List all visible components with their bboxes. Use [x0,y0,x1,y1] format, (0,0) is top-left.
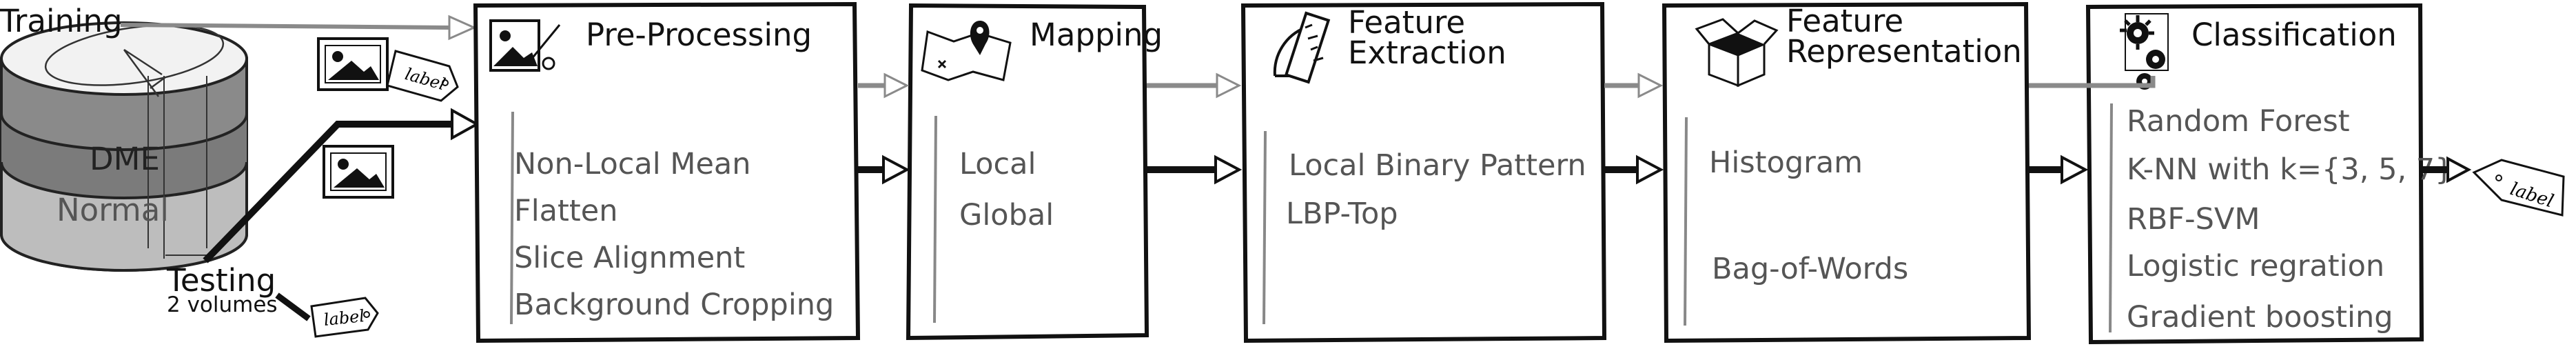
stage-5-item-2: K-NN with k={3, 5, 7} [2127,152,2454,187]
cylinder-top [0,21,248,96]
testing-tag-text: label [323,306,365,330]
stage-mapping: Mapping Local Global [906,3,1163,341]
stage-1-item-3: Slice Alignment [514,241,745,275]
class-normal: Normal [57,192,169,228]
testing-tag-link [275,292,311,321]
image-icon [489,19,561,72]
map-pin-icon [921,21,1012,81]
stage-pre-processing: Pre-Processing Non-Local Mean Flatten Sl… [473,1,861,343]
stage-1-title-line-1: Pre-Processing [586,17,812,53]
stage-3-item-2: LBP-Top [1286,197,1398,231]
training-tag-icon: label [386,50,459,102]
stage-1-item-2: Flatten [514,194,617,228]
dme-band [1,114,247,198]
dataset-cylinder: DME Normal [0,21,248,272]
stage-3-title-line-2: Extraction [1348,34,1506,71]
testing-image-icon [323,145,394,199]
stage-3-item-1: Local Binary Pattern [1289,148,1586,183]
sampling-orbit [44,24,225,86]
stage-4-item-2: Bag-of-Words [1712,252,1908,286]
stage-2-item-2: Global [959,198,1054,232]
training-arrow [120,23,452,30]
testing-tag-icon: label [310,297,379,338]
sampling-sketch [123,48,166,97]
training-connectors [858,72,2156,99]
training-image-icon [317,37,389,91]
testing-label: Testing [166,262,276,299]
stage-5-item-4: Logistic regration [2127,249,2384,283]
stage-classification: Classification Random Forest K-NN with k… [2085,3,2454,345]
stage-3-title-line-1: Feature [1348,4,1465,41]
stage-5-title-line-1: Classification [2191,17,2397,53]
stage-2-title-line-1: Mapping [1030,17,1163,53]
stage-1-item-1: Non-Local Mean [514,147,751,181]
testing-arrow [203,121,469,263]
training-label: Training [0,3,123,39]
stage-5-item-3: RBF-SVM [2127,202,2260,237]
stage-feature-extraction: Feature Extraction Local Binary Pattern … [1240,1,1607,343]
stage-1-item-4: Background Cropping [514,288,834,322]
stage-4-title-line-2: Representation [1786,33,2022,70]
class-dme: DME [90,141,160,177]
stage-2-item-1: Local [959,147,1036,181]
stage-5-item-5: Gradient boosting [2127,300,2393,335]
stage-5-item-1: Random Forest [2127,104,2350,139]
testing-connectors [858,154,2472,185]
ruler-protractor-icon [1273,11,1331,84]
output-tag-icon: label [2472,159,2565,217]
stage-4-item-1: Histogram [1709,146,1863,180]
stage-feature-representation: Feature Representation Histogram Bag-of-… [1662,1,2032,343]
normal-band [0,161,248,272]
stage-4-title-line-1: Feature [1786,3,1903,39]
stage-boxes: Pre-Processing Non-Local Mean Flatten Sl… [473,1,2454,345]
open-box-icon [1695,18,1779,88]
testing-sub-label: 2 volumes [167,292,278,317]
volume-guides [147,76,207,259]
